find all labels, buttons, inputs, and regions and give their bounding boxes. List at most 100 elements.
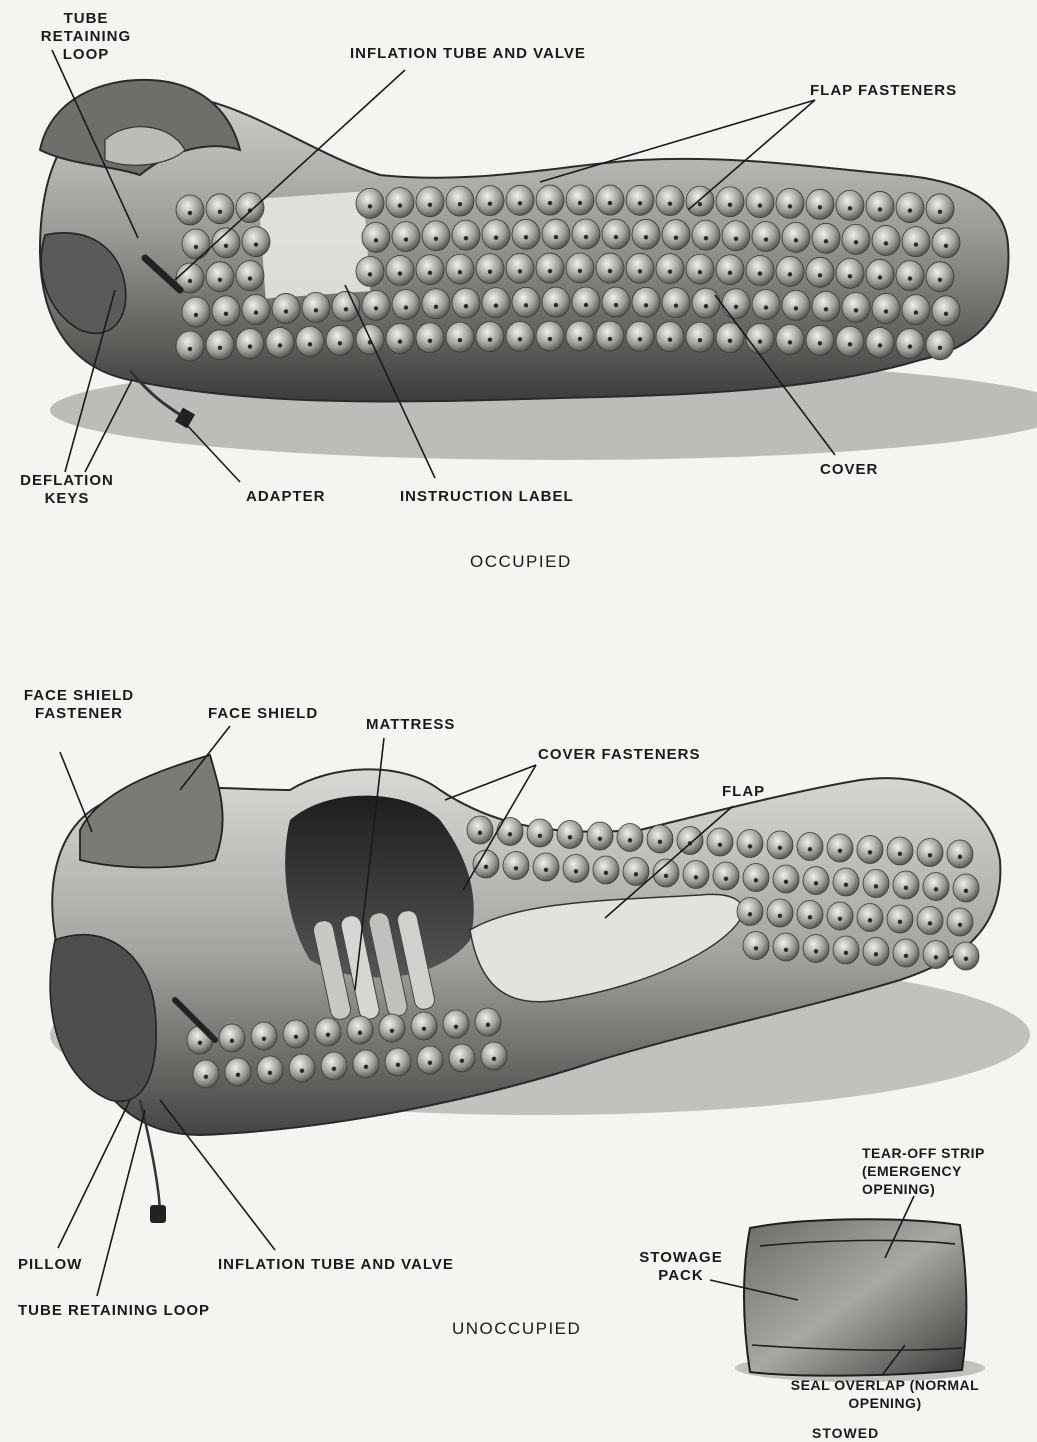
quilt-puff [212,296,240,326]
quilt-puff [677,827,703,855]
label-face-shield: FACE SHIELD [208,705,318,723]
quilt-puff [482,220,510,250]
quilt-puff [737,898,763,926]
quilt-puff [473,850,499,878]
quilt-puff [902,227,930,257]
quilt-button [638,337,642,341]
quilt-button [668,337,672,341]
quilt-puff [923,873,949,901]
quilt-puff [236,261,264,291]
quilt-button [608,201,612,205]
quilt-button [934,955,938,959]
quilt-puff [773,933,799,961]
label-adapter: ADAPTER [246,488,326,506]
quilt-puff [379,1014,405,1042]
quilt-button [898,852,902,856]
quilt-puff [707,828,733,856]
quilt-puff [647,825,673,853]
quilt-puff [743,932,769,960]
quilt-button [908,276,912,280]
quilt-button [428,203,432,207]
quilt-button [428,339,432,343]
quilt-puff [503,852,529,880]
quilt-button [868,918,872,922]
quilt-button [848,206,852,210]
quilt-puff [416,255,444,285]
quilt-puff [266,327,294,357]
quilt-button [494,235,498,239]
quilt-button [764,305,768,309]
caption-stowed: STOWED [812,1424,879,1442]
label-tube-retaining-loop-bottom: TUBE RETAINING LOOP [18,1302,210,1320]
quilt-button [548,269,552,273]
quilt-puff [896,193,924,223]
quilt-puff [219,1024,245,1052]
quilt-puff [656,186,684,216]
quilt-puff [917,839,943,867]
quilt-button [938,278,942,282]
quilt-button [538,834,542,838]
quilt-button [818,341,822,345]
face-shield [80,755,223,868]
quilt-button [784,948,788,952]
quilt-puff [872,293,900,323]
quilt-button [854,308,858,312]
quilt-button [698,270,702,274]
quilt-puff [587,822,613,850]
quilt-puff [776,256,804,286]
quilt-puff [863,938,889,966]
quilt-puff [743,864,769,892]
quilt-button [884,241,888,245]
quilt-button [464,236,468,240]
quilt-button [728,203,732,207]
quilt-button [428,1061,432,1065]
quilt-button [308,342,312,346]
quilt-button [604,871,608,875]
quilt-button [698,202,702,206]
quilt-button [194,245,198,249]
quilt-puff [443,1010,469,1038]
quilt-button [668,201,672,205]
quilt-puff [386,256,414,286]
quilt-button [808,847,812,851]
quilt-button [434,237,438,241]
quilt-puff [315,1018,341,1046]
quilt-button [658,840,662,844]
quilt-puff [225,1058,251,1086]
quilt-button [898,920,902,924]
quilt-button [928,853,932,857]
unoccupied-adapter-plug [150,1205,166,1223]
quilt-button [674,235,678,239]
quilt-puff [893,871,919,899]
label-tube-retaining-loop-top: TUBE RETAINING LOOP [18,10,154,64]
quilt-button [964,957,968,961]
quilt-puff [206,194,234,224]
quilt-puff [206,330,234,360]
quilt-puff [746,188,774,218]
quilt-puff [872,225,900,255]
quilt-puff [827,834,853,862]
quilt-button [218,278,222,282]
quilt-button [844,951,848,955]
label-tear-off-strip: TEAR-OFF STRIP (EMERGENCY OPENING) [862,1144,1034,1198]
quilt-button [398,203,402,207]
quilt-puff [926,262,954,292]
quilt-puff [767,899,793,927]
quilt-puff [617,824,643,852]
quilt-button [484,865,488,869]
quilt-puff [596,321,624,351]
quilt-button [584,303,588,307]
quilt-button [694,875,698,879]
caption-unoccupied: UNOCCUPIED [452,1320,581,1338]
quilt-puff [932,296,960,326]
quilt-button [788,340,792,344]
quilt-button [668,269,672,273]
quilt-button [224,244,228,248]
quilt-button [428,271,432,275]
quilt-button [914,242,918,246]
label-mattress: MATTRESS [366,716,455,734]
quilt-button [794,238,798,242]
quilt-button [574,869,578,873]
quilt-puff [596,253,624,283]
quilt-puff [926,330,954,360]
